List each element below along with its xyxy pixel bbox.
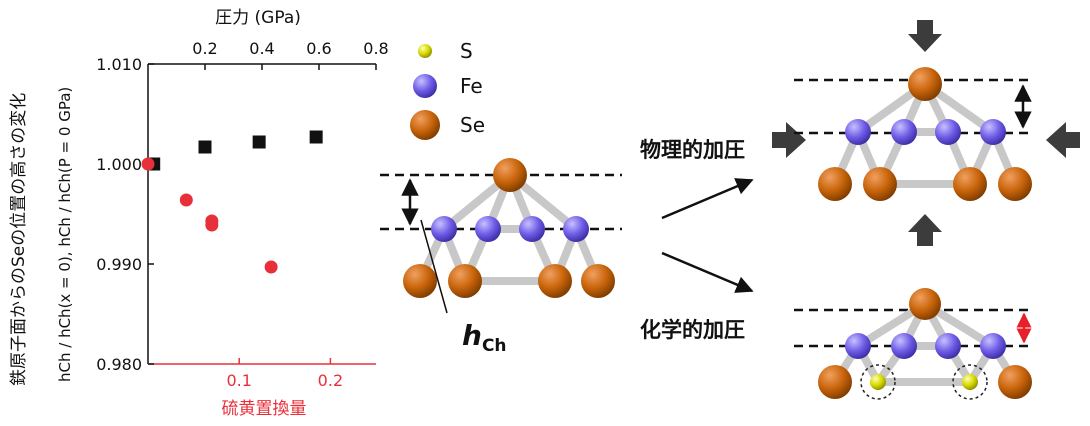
selenium-atom xyxy=(863,167,897,201)
top-x-tick-label: 0.8 xyxy=(363,39,388,58)
pressure-arrow-left-icon xyxy=(1046,122,1080,158)
top-x-tick-label: 0.4 xyxy=(249,39,274,58)
sulfur-highlight-circle xyxy=(860,364,896,400)
crystal-structure-reference: hCh xyxy=(380,158,622,356)
selenium-atom xyxy=(998,365,1032,399)
hch-pointer xyxy=(420,219,448,314)
physical-pressure-label: 物理的加圧 xyxy=(640,138,745,162)
iron-atom xyxy=(845,119,871,145)
sulfur-data-point xyxy=(179,193,193,207)
legend-label-s: S xyxy=(460,39,473,63)
sulfur-atom-icon xyxy=(418,44,432,58)
iron-atom xyxy=(845,333,871,359)
selenium-atom xyxy=(581,264,615,298)
selenium-atom xyxy=(909,288,941,320)
transition-arrows xyxy=(661,178,754,293)
y-axis-outer-label: 鉄原子面からのSeの位置の高さの変化 xyxy=(9,93,29,386)
iron-atom xyxy=(980,119,1006,145)
selenium-atom xyxy=(538,264,572,298)
bottom-x-tick-label: 0.1 xyxy=(226,371,251,390)
iron-atom xyxy=(431,216,457,242)
atom-legend: S Fe Se xyxy=(410,39,485,140)
sulfur-data-point xyxy=(141,157,155,171)
legend-label-fe: Fe xyxy=(460,74,483,98)
iron-atom xyxy=(519,216,545,242)
selenium-atom xyxy=(998,167,1032,201)
sulfur-highlight-circle xyxy=(952,364,988,400)
y-tick-label: 1.010 xyxy=(96,55,142,74)
crystal-structure-physical xyxy=(772,20,1080,246)
y-tick-label: 0.990 xyxy=(96,255,142,274)
iron-atom xyxy=(475,216,501,242)
iron-atom xyxy=(980,333,1006,359)
iron-atom-icon xyxy=(413,74,437,98)
iron-atom xyxy=(935,333,961,359)
bottom-x-axis-label: 硫黄置換量 xyxy=(222,399,307,419)
hch-label: hCh xyxy=(462,319,507,356)
pressure-data-point xyxy=(198,140,212,154)
y-tick-label: 1.000 xyxy=(96,155,142,174)
top-x-axis-label: 圧力 (GPa) xyxy=(215,8,301,28)
iron-atom xyxy=(891,333,917,359)
pressure-arrow-up-icon xyxy=(908,214,942,246)
legend-label-se: Se xyxy=(460,113,485,137)
sulfur-data-point xyxy=(264,260,278,274)
pressure-arrow-right-icon xyxy=(772,122,806,158)
iron-atom xyxy=(563,216,589,242)
chart: 鉄原子面からのSeの位置の高さの変化 hCh / hCh(x = 0), hCh… xyxy=(9,8,389,419)
sulfur-atom xyxy=(870,374,886,390)
selenium-atom xyxy=(818,365,852,399)
bottom-x-tick-label: 0.2 xyxy=(318,371,343,390)
selenium-atom xyxy=(403,264,437,298)
selenium-atom xyxy=(493,158,527,192)
sulfur-atom xyxy=(962,374,978,390)
plot-area: 1.010 1.000 0.990 0.980 0.2 0.4 0.6 0.8 0.1 0.2 xyxy=(96,39,389,390)
pressure-data-point xyxy=(252,135,266,149)
y-tick-label: 0.980 xyxy=(96,355,142,374)
top-x-tick-label: 0.2 xyxy=(192,39,217,58)
iron-atom xyxy=(935,119,961,145)
pressure-arrow-down-icon xyxy=(908,20,942,52)
pressure-data-point xyxy=(309,130,323,144)
y-axis-inner-label: hCh / hCh(x = 0), hCh / hCh(P = 0 GPa) xyxy=(56,87,74,382)
selenium-atom xyxy=(818,167,852,201)
iron-atom xyxy=(891,119,917,145)
selenium-atom xyxy=(953,167,987,201)
selenium-atom xyxy=(908,67,942,101)
crystal-structure-chemical xyxy=(794,288,1032,400)
sulfur-data-point xyxy=(205,218,219,232)
top-x-tick-label: 0.6 xyxy=(306,39,331,58)
selenium-atom xyxy=(448,264,482,298)
chemical-pressure-label: 化学的加圧 xyxy=(640,318,745,342)
selenium-atom-icon xyxy=(410,110,440,140)
